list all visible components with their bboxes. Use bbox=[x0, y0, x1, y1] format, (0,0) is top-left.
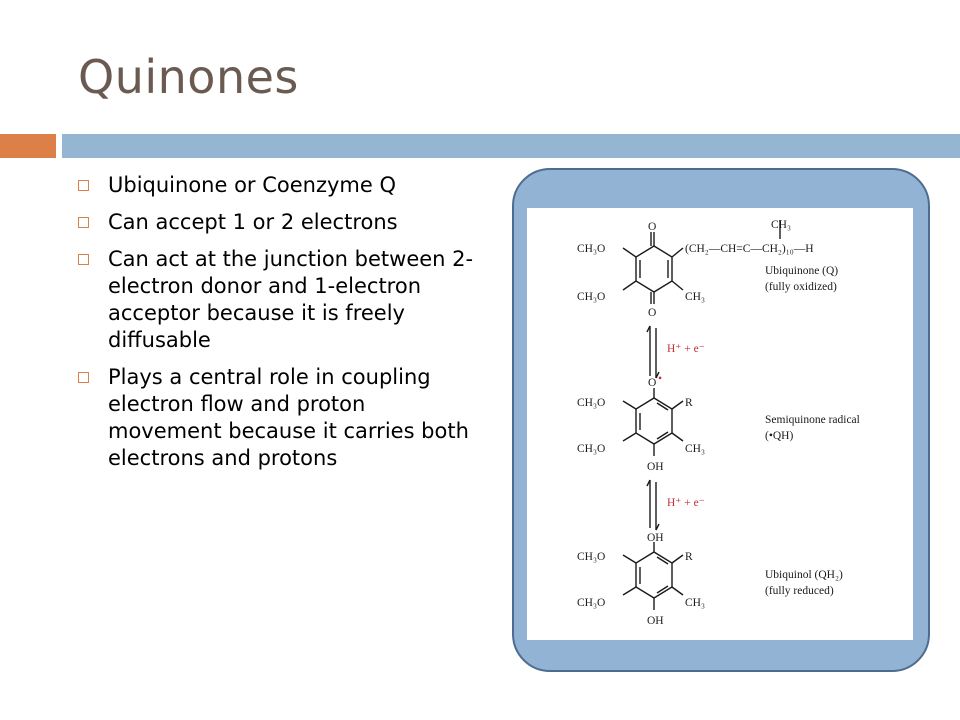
bullet-item: Plays a central role in coupling electro… bbox=[76, 364, 476, 472]
ubiquinol-structure: OH CH₃O CH₃O R CH₃ OH Ubiquinol (QH₂) (f… bbox=[577, 532, 843, 627]
ubiquinone-state: (fully oxidized) bbox=[765, 281, 837, 293]
semiquinone-structure: O • CH₃O CH₃O R CH₃ OH Semiquinone radic… bbox=[577, 373, 860, 473]
methyl-label: CH₃ bbox=[685, 443, 705, 455]
semiquinone-name: Semiquinone radical bbox=[765, 414, 860, 426]
proton-electron-label: H⁺ + e⁻ bbox=[667, 343, 705, 355]
bullet-text: Ubiquinone or Coenzyme Q bbox=[108, 173, 397, 197]
r-group-label: R bbox=[685, 397, 693, 409]
bullet-item: Can accept 1 or 2 electrons bbox=[76, 209, 476, 236]
methoxy-label: CH₃O bbox=[577, 397, 605, 409]
methoxy-label: CH₃O bbox=[577, 597, 605, 609]
hydroxyl-label: OH bbox=[647, 615, 664, 627]
hydroxyl-label: OH bbox=[647, 461, 664, 473]
methyl-label: CH₃ bbox=[771, 219, 791, 231]
methyl-label: CH₃ bbox=[685, 597, 705, 609]
slide-title: Quinones bbox=[78, 50, 299, 104]
oxygen-label: O bbox=[648, 377, 656, 389]
ubiquinone-structure: O O CH₃O CH₃O CH₃ (CH₂—CH=C—CH₂)₁₀—H CH₃… bbox=[577, 219, 838, 319]
bullet-item: Ubiquinone or Coenzyme Q bbox=[76, 172, 476, 199]
bullet-square-icon bbox=[78, 254, 89, 265]
accent-bar-blue bbox=[62, 134, 960, 158]
isoprenoid-chain-label: (CH₂—CH=C—CH₂)₁₀—H bbox=[685, 243, 814, 255]
ubiquinol-name: Ubiquinol (QH₂) bbox=[765, 569, 843, 581]
bullet-text: Can accept 1 or 2 electrons bbox=[108, 210, 398, 234]
radical-dot: • bbox=[658, 373, 662, 385]
bullet-square-icon bbox=[78, 217, 89, 228]
ubiquinol-state: (fully reduced) bbox=[765, 585, 834, 597]
bullet-text: Can act at the junction between 2-electr… bbox=[108, 247, 474, 352]
methyl-label: CH₃ bbox=[685, 291, 705, 303]
bullet-square-icon bbox=[78, 180, 89, 191]
hydroxyl-label: OH bbox=[647, 532, 664, 544]
reduction-arrow: H⁺ + e⁻ bbox=[646, 479, 705, 531]
oxygen-label: O bbox=[648, 221, 656, 233]
bullet-text: Plays a central role in coupling electro… bbox=[108, 365, 469, 470]
accent-bar-orange bbox=[0, 134, 56, 158]
proton-electron-label: H⁺ + e⁻ bbox=[667, 497, 705, 509]
methoxy-label: CH₃O bbox=[577, 443, 605, 455]
methoxy-label: CH₃O bbox=[577, 243, 605, 255]
semiquinone-state: (•QH) bbox=[765, 430, 793, 442]
r-group-label: R bbox=[685, 551, 693, 563]
methoxy-label: CH₃O bbox=[577, 291, 605, 303]
bullet-item: Can act at the junction between 2-electr… bbox=[76, 246, 476, 354]
ubiquinone-name: Ubiquinone (Q) bbox=[765, 265, 838, 277]
bullet-list: Ubiquinone or Coenzyme Q Can accept 1 or… bbox=[76, 172, 476, 482]
ubiquinone-redox-figure: O O CH₃O CH₃O CH₃ (CH₂—CH=C—CH₂)₁₀—H CH₃… bbox=[527, 208, 913, 640]
bullet-square-icon bbox=[78, 372, 89, 383]
methoxy-label: CH₃O bbox=[577, 551, 605, 563]
reduction-arrow: H⁺ + e⁻ bbox=[646, 325, 705, 379]
oxygen-label: O bbox=[648, 307, 656, 319]
